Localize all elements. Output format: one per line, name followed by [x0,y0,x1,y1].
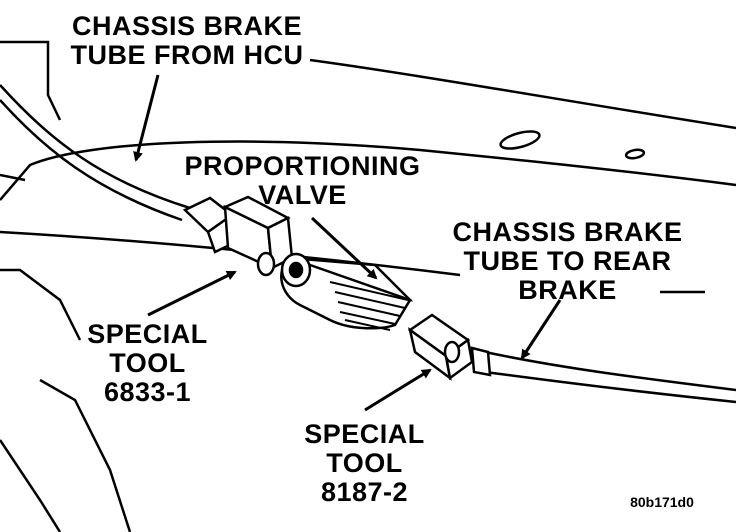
label-chassis-brake-tube-to-rear: CHASSIS BRAKE TUBE TO REAR BRAKE [430,217,705,306]
arrow-to-hcu-tube [133,74,160,162]
brake-tube-from-hcu [0,84,191,222]
label-special-tool-6833-1: SPECIAL TOOL 6833-1 [75,319,220,408]
label-line: TOOL [109,348,186,379]
arrow-to-valve [310,216,378,280]
label-line: 8187-2 [320,477,409,508]
label-line: TOOL [326,448,403,479]
label-line: BRAKE [518,275,617,306]
label-line: CHASSIS BRAKE [452,217,683,247]
vehicle-frame [0,40,736,532]
label-line: CHASSIS BRAKE [71,11,303,41]
label-line: 6833-1 [103,377,192,408]
special-tool-8187-2 [407,313,492,381]
arrow-to-rear-tube [520,299,562,360]
label-chassis-brake-tube-from-hcu: CHASSIS BRAKE TUBE FROM HCU [52,11,322,71]
arrow-to-tool-8187 [364,368,432,412]
label-line: TUBE FROM HCU [70,40,304,71]
label-line: PROPORTIONING [184,151,421,181]
label-line: TUBE TO REAR [463,246,672,277]
label-line: SPECIAL [304,419,425,449]
label-special-tool-8187-2: SPECIAL TOOL 8187-2 [292,419,437,508]
figure-code: 80b171d0 [630,494,694,510]
arrow-to-tool-6833 [147,270,237,317]
pointer-arrows [133,74,562,412]
proportioning-valve-body [280,252,414,331]
label-line: VALVE [258,180,347,211]
brake-tube-to-rear [484,350,736,404]
label-line: SPECIAL [87,319,208,349]
frame-holes [499,130,646,160]
label-proportioning-valve: PROPORTIONING VALVE [165,151,440,211]
